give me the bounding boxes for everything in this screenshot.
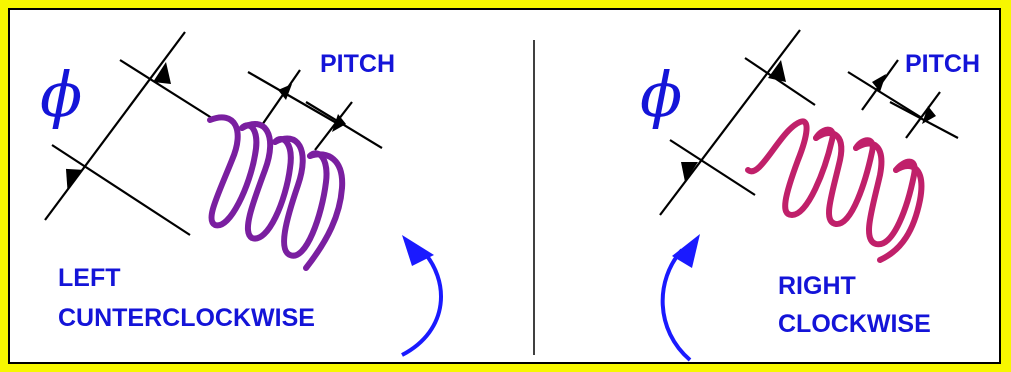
left-pitch-leader-b xyxy=(314,101,353,151)
left-diameter-symbol: ϕ xyxy=(40,58,82,131)
left-diameter-arrow-top xyxy=(153,62,171,84)
right-pitch-extension-a xyxy=(847,71,923,119)
left-pitch-arrow-a xyxy=(278,84,292,100)
right-diameter-dimension-line xyxy=(659,29,801,216)
left-hand-helix-icon xyxy=(207,114,346,271)
right-pitch-leader-b xyxy=(905,91,941,139)
right-pitch-arrow-b xyxy=(922,106,936,124)
right-hand-label-line1: RIGHT xyxy=(778,272,856,300)
left-pitch-dimension xyxy=(247,69,383,151)
right-pitch-arrow-a xyxy=(872,74,886,92)
right-diameter-arrow-top xyxy=(768,60,786,82)
left-extension-line-upper xyxy=(119,59,216,121)
left-diameter-dimension-line xyxy=(44,31,186,221)
curved-arrow-up-left-icon xyxy=(401,235,443,357)
curved-arrow-up-right-icon xyxy=(660,234,700,362)
right-pitch-dimension xyxy=(847,59,959,139)
right-diameter-dimension xyxy=(659,29,816,216)
left-hand-label-line2: CUNTERCLOCKWISE xyxy=(58,304,315,332)
right-diameter-arrow-bottom xyxy=(681,162,698,182)
left-diameter-dimension xyxy=(44,31,216,236)
left-pitch-arrow-b xyxy=(332,114,346,132)
right-pitch-label: PITCH xyxy=(905,50,980,78)
right-panel: ϕ PITCH xyxy=(640,29,980,362)
left-panel: ϕ PITCH xyxy=(40,31,443,357)
right-extension-line-lower xyxy=(669,139,756,196)
left-hand-label-line1: LEFT xyxy=(58,264,121,292)
left-pitch-leader-a xyxy=(261,69,301,126)
left-pitch-extension-a xyxy=(247,71,341,126)
left-diameter-arrow-bottom xyxy=(65,168,84,190)
left-extension-line-lower xyxy=(51,144,191,236)
right-hand-label-line2: CLOCKWISE xyxy=(778,310,931,338)
diagram-panel: ϕ PITCH xyxy=(8,8,1001,364)
right-extension-line-upper xyxy=(744,57,816,106)
helix-hand-diagram: ϕ PITCH xyxy=(40,29,980,362)
left-pitch-label: PITCH xyxy=(320,50,395,78)
right-hand-helix-icon xyxy=(745,118,925,263)
right-diameter-symbol: ϕ xyxy=(640,58,682,131)
